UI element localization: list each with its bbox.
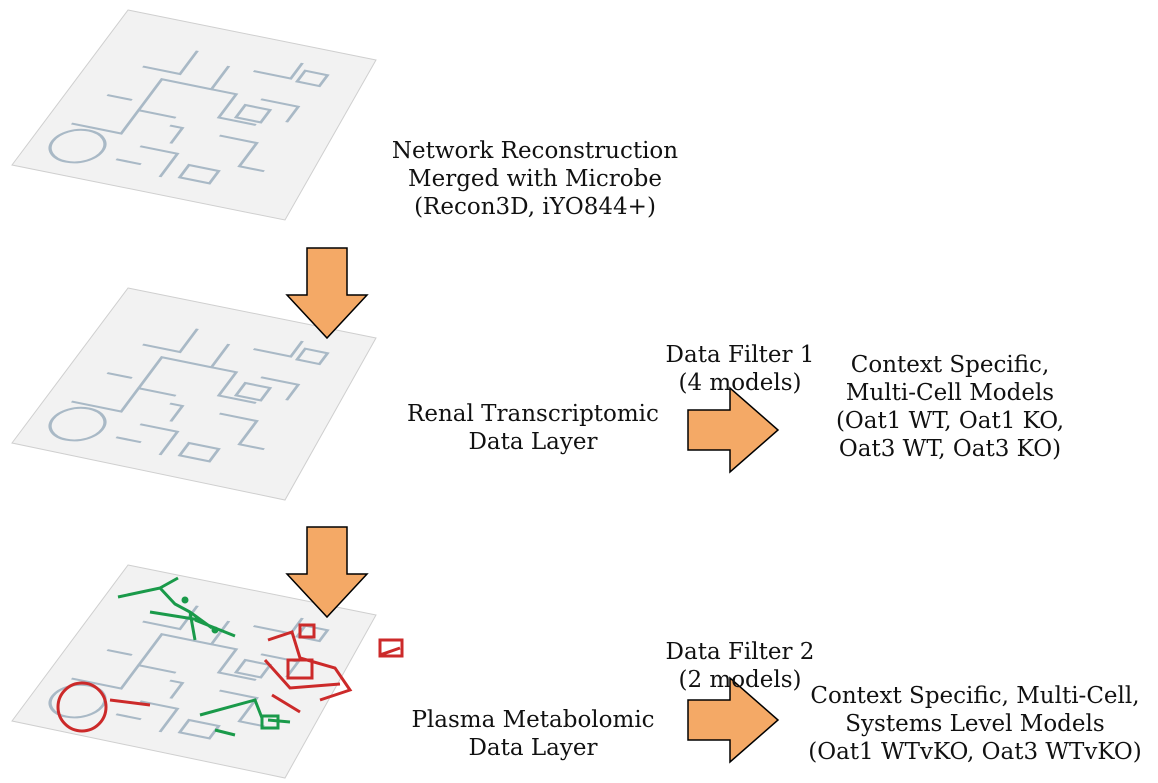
red-pathways	[56, 623, 404, 733]
metabolomic-layer-label: Plasma Metabolomic Data Layer	[411, 707, 655, 761]
network-reconstruction-label: Network Reconstruction Merged with Micro…	[391, 138, 679, 220]
data-filter-2-label: Data Filter 2 (2 models)	[665, 639, 815, 693]
right-arrow-1	[687, 386, 780, 474]
plane-network	[11, 9, 377, 221]
down-arrow-1	[285, 247, 369, 340]
plane-transcriptomic	[11, 287, 377, 501]
systems-level-models-label: Context Specific, Multi-Cell, Systems Le…	[808, 683, 1142, 765]
down-arrow-2	[285, 526, 369, 619]
transcriptomic-layer-label: Renal Transcriptomic Data Layer	[407, 401, 659, 455]
right-arrow-2	[687, 676, 780, 764]
plane-metabolomic	[11, 564, 404, 779]
context-specific-models-label: Context Specific, Multi-Cell Models (Oat…	[835, 352, 1065, 462]
data-filter-1-label: Data Filter 1 (4 models)	[665, 342, 815, 396]
green-pathways	[117, 576, 291, 737]
